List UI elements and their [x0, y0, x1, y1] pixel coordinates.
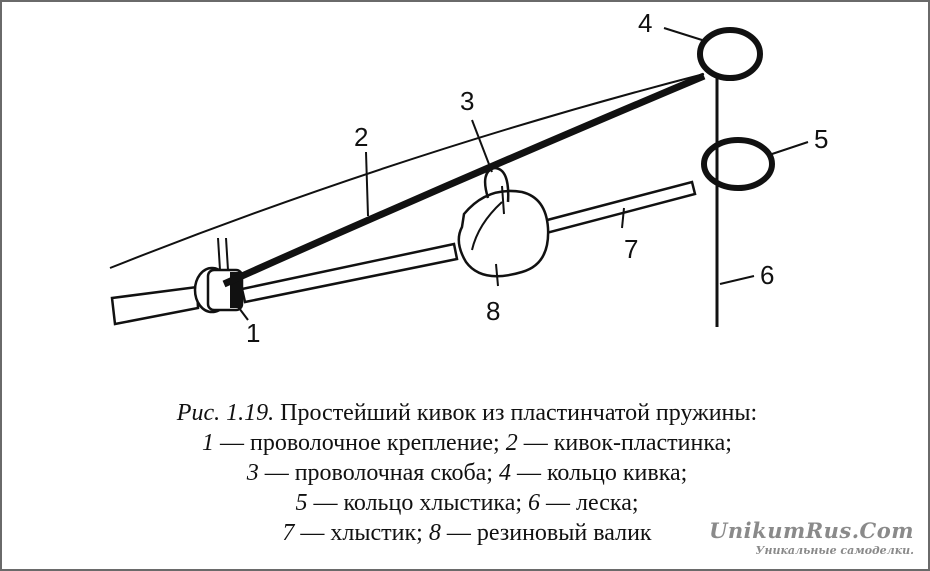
- wire-bracket: [483, 166, 510, 215]
- label-4: 4: [638, 8, 652, 38]
- spring-nod-diagram: 1 2 3 4 5 6 7 8: [109, 8, 828, 348]
- whip-ring: [701, 137, 775, 191]
- label-3: 3: [460, 86, 474, 116]
- rod-body: [110, 285, 200, 326]
- label-6: 6: [760, 260, 774, 290]
- label-5: 5: [814, 124, 828, 154]
- label-7: 7: [624, 234, 638, 264]
- nod-ring: [697, 27, 763, 81]
- caption-line-3: 5 — кольцо хлыстика; 6 — леска;: [295, 490, 639, 516]
- label-1: 1: [246, 318, 260, 348]
- watermark-title: UnikumRus.Com: [709, 518, 914, 543]
- watermark-subtitle: Уникальные самоделки.: [755, 544, 914, 557]
- label-8: 8: [486, 296, 500, 326]
- caption-title: Рис. 1.19. Простейший кивок из пластинча…: [176, 400, 758, 426]
- upper-thin-line: [109, 73, 705, 269]
- whip-rod: [240, 242, 459, 304]
- label-2: 2: [354, 122, 368, 152]
- caption-line-1: 1 — проволочное крепление; 2 — кивок-пла…: [202, 430, 732, 456]
- site-watermark: UnikumRus.Com Уникальные самоделки.: [709, 518, 914, 557]
- rubber-roller: [457, 189, 550, 278]
- figure-caption: Рис. 1.19. Простейший кивок из пластинча…: [62, 398, 872, 548]
- leader-lines: [235, 27, 809, 321]
- whip-tip: [530, 180, 697, 238]
- caption-line-2: 3 — проволочная скоба; 4 — кольцо кивка;: [246, 460, 688, 486]
- spring-plate: [222, 72, 706, 288]
- wire-fastening: [193, 237, 244, 314]
- caption-line-4: 7 — хлыстик; 8 — резиновый валик: [282, 520, 652, 546]
